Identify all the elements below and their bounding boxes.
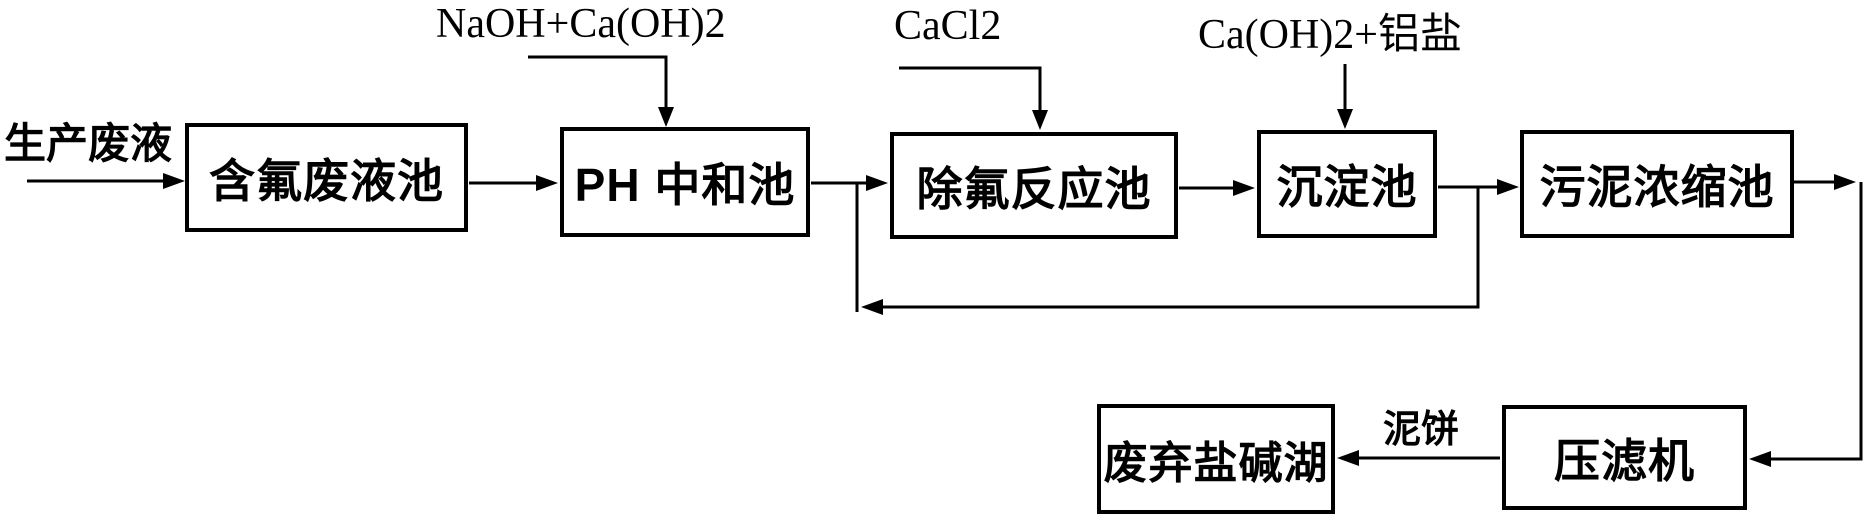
node-fluoride-waste-pool: 含氟废液池: [185, 123, 468, 232]
arrow-naoh-feed: [528, 55, 674, 127]
node-ph-neutralization-pool-label: PH 中和池: [574, 159, 796, 211]
node-sedimentation-pool: 沉淀池: [1257, 130, 1437, 238]
arrow-sedimentation-pool-to-sludge-thickener: [1438, 179, 1519, 195]
node-defluorination-reaction-pool: 除氟反应池: [890, 132, 1178, 239]
label-mud-cake: 泥饼: [1383, 409, 1460, 451]
label-caoh2-aluminum-salt: Ca(OH)2+铝盐: [1198, 12, 1462, 58]
line-down-to-filter-press: [1749, 182, 1863, 467]
node-ph-neutralization-pool: PH 中和池: [560, 127, 810, 237]
arrow-defluorination-pool-to-sedimentation-pool: [1179, 180, 1255, 196]
label-cacl2: CaCl2: [894, 3, 1002, 49]
arrow-production-waste-feed: [27, 173, 185, 189]
arrow-cacl2-feed: [899, 66, 1048, 130]
node-filter-press-label: 压滤机: [1554, 434, 1695, 487]
arrow-sludge-thickener-outlet: [1794, 174, 1856, 190]
arrow-fluoride-pool-to-ph-pool: [469, 175, 558, 191]
label-production-waste-liquid: 生产废液: [4, 120, 173, 167]
node-sludge-thickener-pool: 污泥浓缩池: [1520, 130, 1794, 238]
node-sludge-thickener-pool-label: 污泥浓缩池: [1539, 161, 1775, 213]
arrow-filter-press-to-salt-lake: [1337, 450, 1500, 466]
node-defluorination-reaction-pool-label: 除氟反应池: [916, 162, 1152, 215]
node-abandoned-salt-lake: 废弃盐碱湖: [1097, 404, 1335, 514]
node-sedimentation-pool-label: 沉淀池: [1276, 161, 1418, 213]
arrow-caoh2-aluminum-salt-feed: [1337, 64, 1353, 129]
label-naoh-caoh2: NaOH+Ca(OH)2: [436, 1, 726, 47]
node-fluoride-waste-pool-label: 含氟废液池: [209, 154, 444, 207]
node-filter-press: 压滤机: [1502, 405, 1747, 510]
node-abandoned-salt-lake-label: 废弃盐碱湖: [1103, 439, 1329, 488]
recycle-line-from-sedimentation-outlet: [861, 188, 1480, 315]
arrow-ph-pool-to-defluorination-pool: [811, 175, 888, 191]
